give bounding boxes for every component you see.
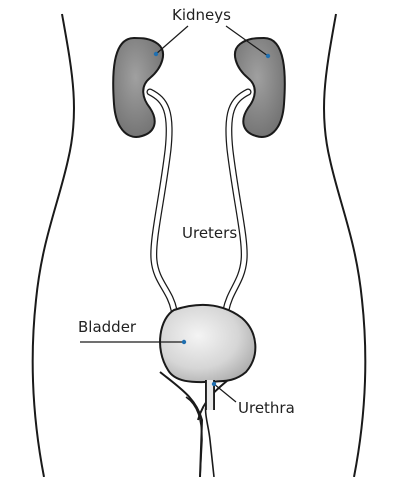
label-ureters: Ureters bbox=[182, 226, 237, 241]
label-urethra: Urethra bbox=[238, 401, 295, 416]
urethra-pointer bbox=[214, 384, 236, 402]
bladder bbox=[160, 305, 255, 382]
kidneys-pointer-left bbox=[156, 26, 188, 54]
kidney-right bbox=[235, 38, 285, 137]
label-kidneys: Kidneys bbox=[172, 8, 231, 23]
body-outline-left bbox=[33, 14, 74, 477]
groin-line bbox=[160, 372, 238, 477]
label-bladder: Bladder bbox=[78, 320, 136, 335]
body-outline-right bbox=[324, 14, 365, 477]
